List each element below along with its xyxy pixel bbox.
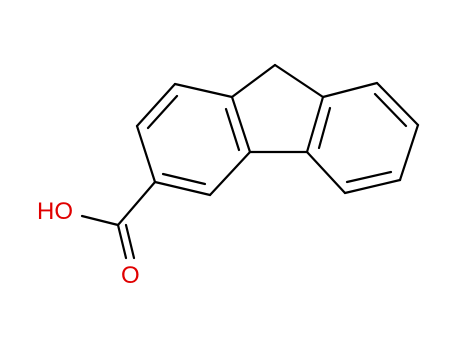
bond-a4-a5-inner bbox=[161, 172, 207, 186]
bond-b6-b1 bbox=[321, 81, 379, 99]
bond-a2-a3-inner bbox=[224, 107, 241, 152]
bond-layer bbox=[80, 63, 420, 260]
bond-b1-b2-inner bbox=[317, 106, 332, 150]
bond-a2-a3 bbox=[230, 95, 252, 154]
bond-a4-a5 bbox=[153, 180, 212, 197]
bond-b1-b2 bbox=[305, 95, 325, 154]
carbonyl-oxygen-label: O bbox=[121, 262, 140, 289]
bond-b3-b4 bbox=[343, 178, 402, 195]
bond-b2-b3 bbox=[305, 150, 347, 195]
bond-b5-b6-inner bbox=[373, 92, 408, 128]
bond-ring-carboxyl bbox=[116, 180, 157, 227]
bond-a2-ch2 bbox=[230, 63, 277, 99]
bond-b4-b5 bbox=[398, 123, 420, 182]
bond-a1-a6-inner bbox=[146, 94, 179, 130]
bond-ch2-b1 bbox=[273, 63, 325, 99]
hydroxyl-label: HO bbox=[37, 198, 73, 225]
bond-a1-a2 bbox=[173, 82, 234, 99]
bond-a6-a1 bbox=[135, 82, 177, 128]
bond-a5-a6 bbox=[135, 124, 157, 184]
bond-carbonyl-outer bbox=[116, 223, 128, 260]
bond-b3-b4-inner bbox=[345, 170, 393, 184]
bond-carbonyl-inner bbox=[124, 223, 136, 260]
bond-carboxyl-oh bbox=[80, 214, 120, 227]
bond-b5-b6 bbox=[375, 81, 420, 127]
bond-a3-a4 bbox=[208, 150, 252, 197]
